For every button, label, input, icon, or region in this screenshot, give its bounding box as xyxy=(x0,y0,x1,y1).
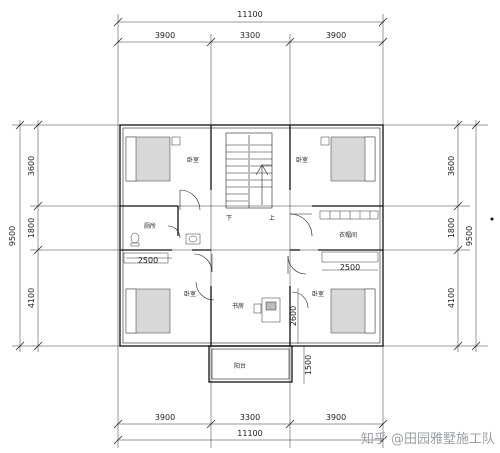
dim-bottom-seg-1: 3900 xyxy=(155,413,175,422)
sink-icon xyxy=(185,233,201,245)
room-label-stair-down: 下 xyxy=(226,215,232,222)
dim-top-seg-3: 3900 xyxy=(326,31,346,40)
dim-right-seg-3: 4100 xyxy=(447,288,456,308)
room-label-bedroom-bottom-right: 卧室 xyxy=(312,290,324,298)
dim-top-seg-1: 3900 xyxy=(155,31,175,40)
dim-left-seg-2: 1800 xyxy=(27,218,36,238)
dim-top-seg-2: 3300 xyxy=(240,31,260,40)
dim-top-total: 11100 xyxy=(237,10,262,19)
toilet-icon xyxy=(130,232,140,247)
dim-inner-1500: 1500 xyxy=(304,355,313,375)
dim-right-seg-1: 3600 xyxy=(447,156,456,176)
balcony-outline xyxy=(208,345,293,383)
bed-bottom-right xyxy=(330,288,376,334)
marker-dot xyxy=(490,217,494,221)
dim-bottom-seg-3: 3900 xyxy=(326,413,346,422)
inner-dimension-lines xyxy=(126,257,378,384)
dim-bottom-seg-2: 3300 xyxy=(240,413,260,422)
room-label-bathroom: 厕所 xyxy=(144,222,156,230)
staircase xyxy=(226,135,272,208)
room-label-bedroom-top-left: 卧室 xyxy=(187,156,199,164)
dim-right-total: 9500 xyxy=(465,226,474,246)
dim-left-seg-3: 4100 xyxy=(27,288,36,308)
dim-left-total: 9500 xyxy=(8,226,17,246)
bed-top-left xyxy=(125,136,181,182)
watermark: 知乎 @田园雅墅施工队 xyxy=(361,431,495,447)
room-label-balcony: 阳台 xyxy=(234,362,246,370)
bed-bottom-left xyxy=(125,288,171,334)
room-label-bedroom-top-right: 卧室 xyxy=(296,156,308,164)
doors xyxy=(167,189,313,309)
dim-bottom-total: 11100 xyxy=(237,429,262,438)
dim-inner-2500-right: 2500 xyxy=(340,263,360,272)
dim-right-seg-2: 1800 xyxy=(447,218,456,238)
dimension-lines xyxy=(12,14,488,448)
dim-inner-2500-left: 2500 xyxy=(138,256,158,265)
room-label-study: 书房 xyxy=(232,302,244,310)
room-label-bedroom-bottom-left: 卧室 xyxy=(184,290,196,298)
bed-top-right xyxy=(320,136,376,182)
room-label-closet: 衣帽间 xyxy=(339,231,357,239)
room-label-stair-up: 上 xyxy=(269,214,275,222)
dim-inner-2600: 2600 xyxy=(289,306,298,326)
study-desk xyxy=(253,297,281,323)
dim-left-seg-1: 3600 xyxy=(27,156,36,176)
